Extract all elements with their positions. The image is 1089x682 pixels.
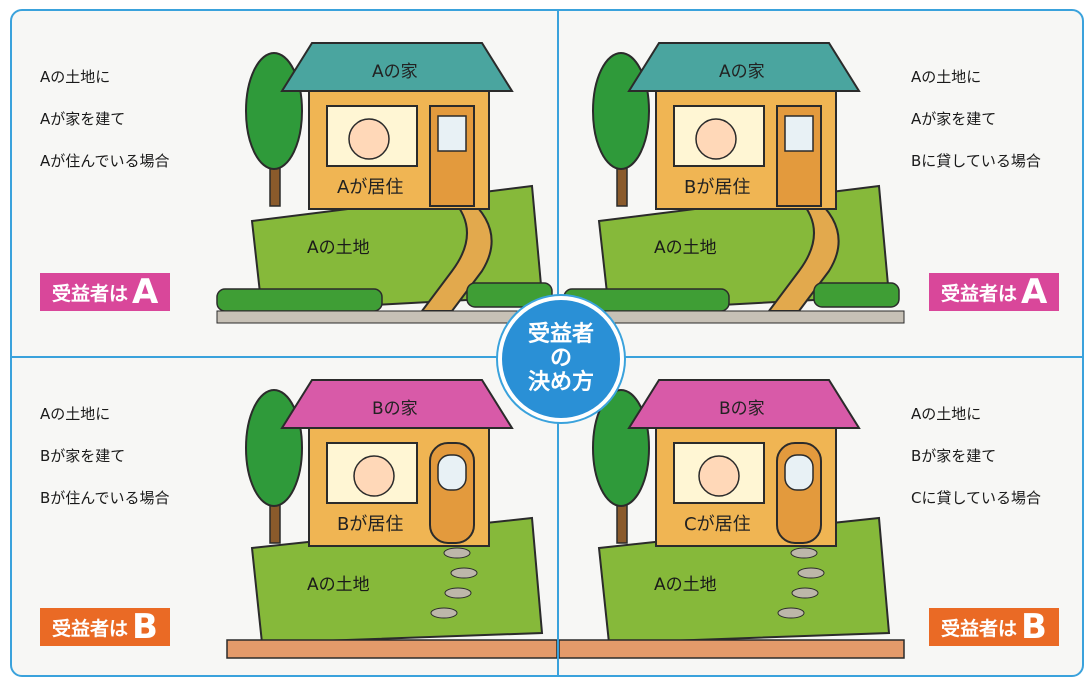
desc-line: Bに貸している場合 [911,152,1041,170]
land-label: Aの土地 [307,575,370,595]
resident-label: Cが居住 [684,514,751,535]
house-illustration [216,42,557,324]
desc-line: Bが家を建て [40,447,126,465]
case-description: Aの土地に Bが家を建て Bが住んでいる場合 [40,383,170,530]
quadrant-top-left: Aの土地に Aが家を建て Aが住んでいる場合 Aの家 Aが居住 Aの土地 受益者… [12,11,557,356]
desc-line: Cに貸している場合 [911,489,1042,507]
land-label: Aの土地 [654,238,717,258]
badge-text: 受益者は [941,617,1018,640]
case-description: Aの土地に Aが家を建て Aが住んでいる場合 [40,46,170,193]
badge-text: 受益者は [52,282,129,305]
center-title-circle: 受益者 の 決め方 [498,296,624,422]
beneficiary-badge: 受益者は A [929,272,1060,312]
center-title-line: 決め方 [527,370,594,395]
beneficiary-badge: 受益者は B [929,608,1059,646]
case-description: Aの土地に Bが家を建て Cに貸している場合 [911,383,1041,530]
roof [627,379,861,429]
roof-label: Bの家 [372,399,418,419]
badge-letter: B [1021,607,1047,647]
quadrant-bottom-right: Aの土地に Bが家を建て Cに貸している場合 Bの家 Cが居住 Aの土地 受益者… [559,358,1082,675]
desc-line: Aが家を建て [40,110,126,128]
desc-line: Aの土地に [40,68,111,86]
quadrant-bottom-left: Aの土地に Bが家を建て Bが住んでいる場合 Bの家 Bが居住 Aの土地 受益者… [12,358,557,675]
house-illustration [559,42,905,324]
house-illustration [559,379,905,659]
desc-line: Aが住んでいる場合 [40,152,170,170]
house-illustration [226,379,557,659]
beneficiary-badge: 受益者は B [40,608,170,646]
land-label: Aの土地 [654,575,717,595]
quadrant-top-right: Aの土地に Aが家を建て Bに貸している場合 Aの家 Bが居住 Aの土地 受益者… [559,11,1082,356]
center-title-line: の [549,346,572,371]
badge-letter: A [132,272,159,312]
center-title-line: 受益者 [527,322,594,347]
desc-line: Bが住んでいる場合 [40,489,170,507]
desc-line: Bが家を建て [911,447,997,465]
roof [280,42,514,92]
roof [280,379,514,429]
desc-line: Aが家を建て [911,110,997,128]
roof-label: Aの家 [372,62,418,82]
beneficiary-badge: 受益者は A [40,272,171,312]
case-description: Aの土地に Aが家を建て Bに貸している場合 [911,46,1041,193]
desc-line: Aの土地に [40,405,111,423]
desc-line: Aの土地に [911,68,982,86]
badge-text: 受益者は [52,617,129,640]
land-label: Aの土地 [307,238,370,258]
roof-label: Aの家 [719,62,765,82]
badge-letter: B [132,607,158,647]
resident-label: Bが居住 [337,514,404,535]
resident-label: Bが居住 [684,177,751,198]
roof-label: Bの家 [719,399,765,419]
badge-letter: A [1021,272,1048,312]
resident-label: Aが居住 [337,177,404,198]
badge-text: 受益者は [941,282,1018,305]
desc-line: Aの土地に [911,405,982,423]
diagram-frame: Aの土地に Aが家を建て Aが住んでいる場合 Aの家 Aが居住 Aの土地 受益者… [10,9,1084,677]
roof [627,42,861,92]
